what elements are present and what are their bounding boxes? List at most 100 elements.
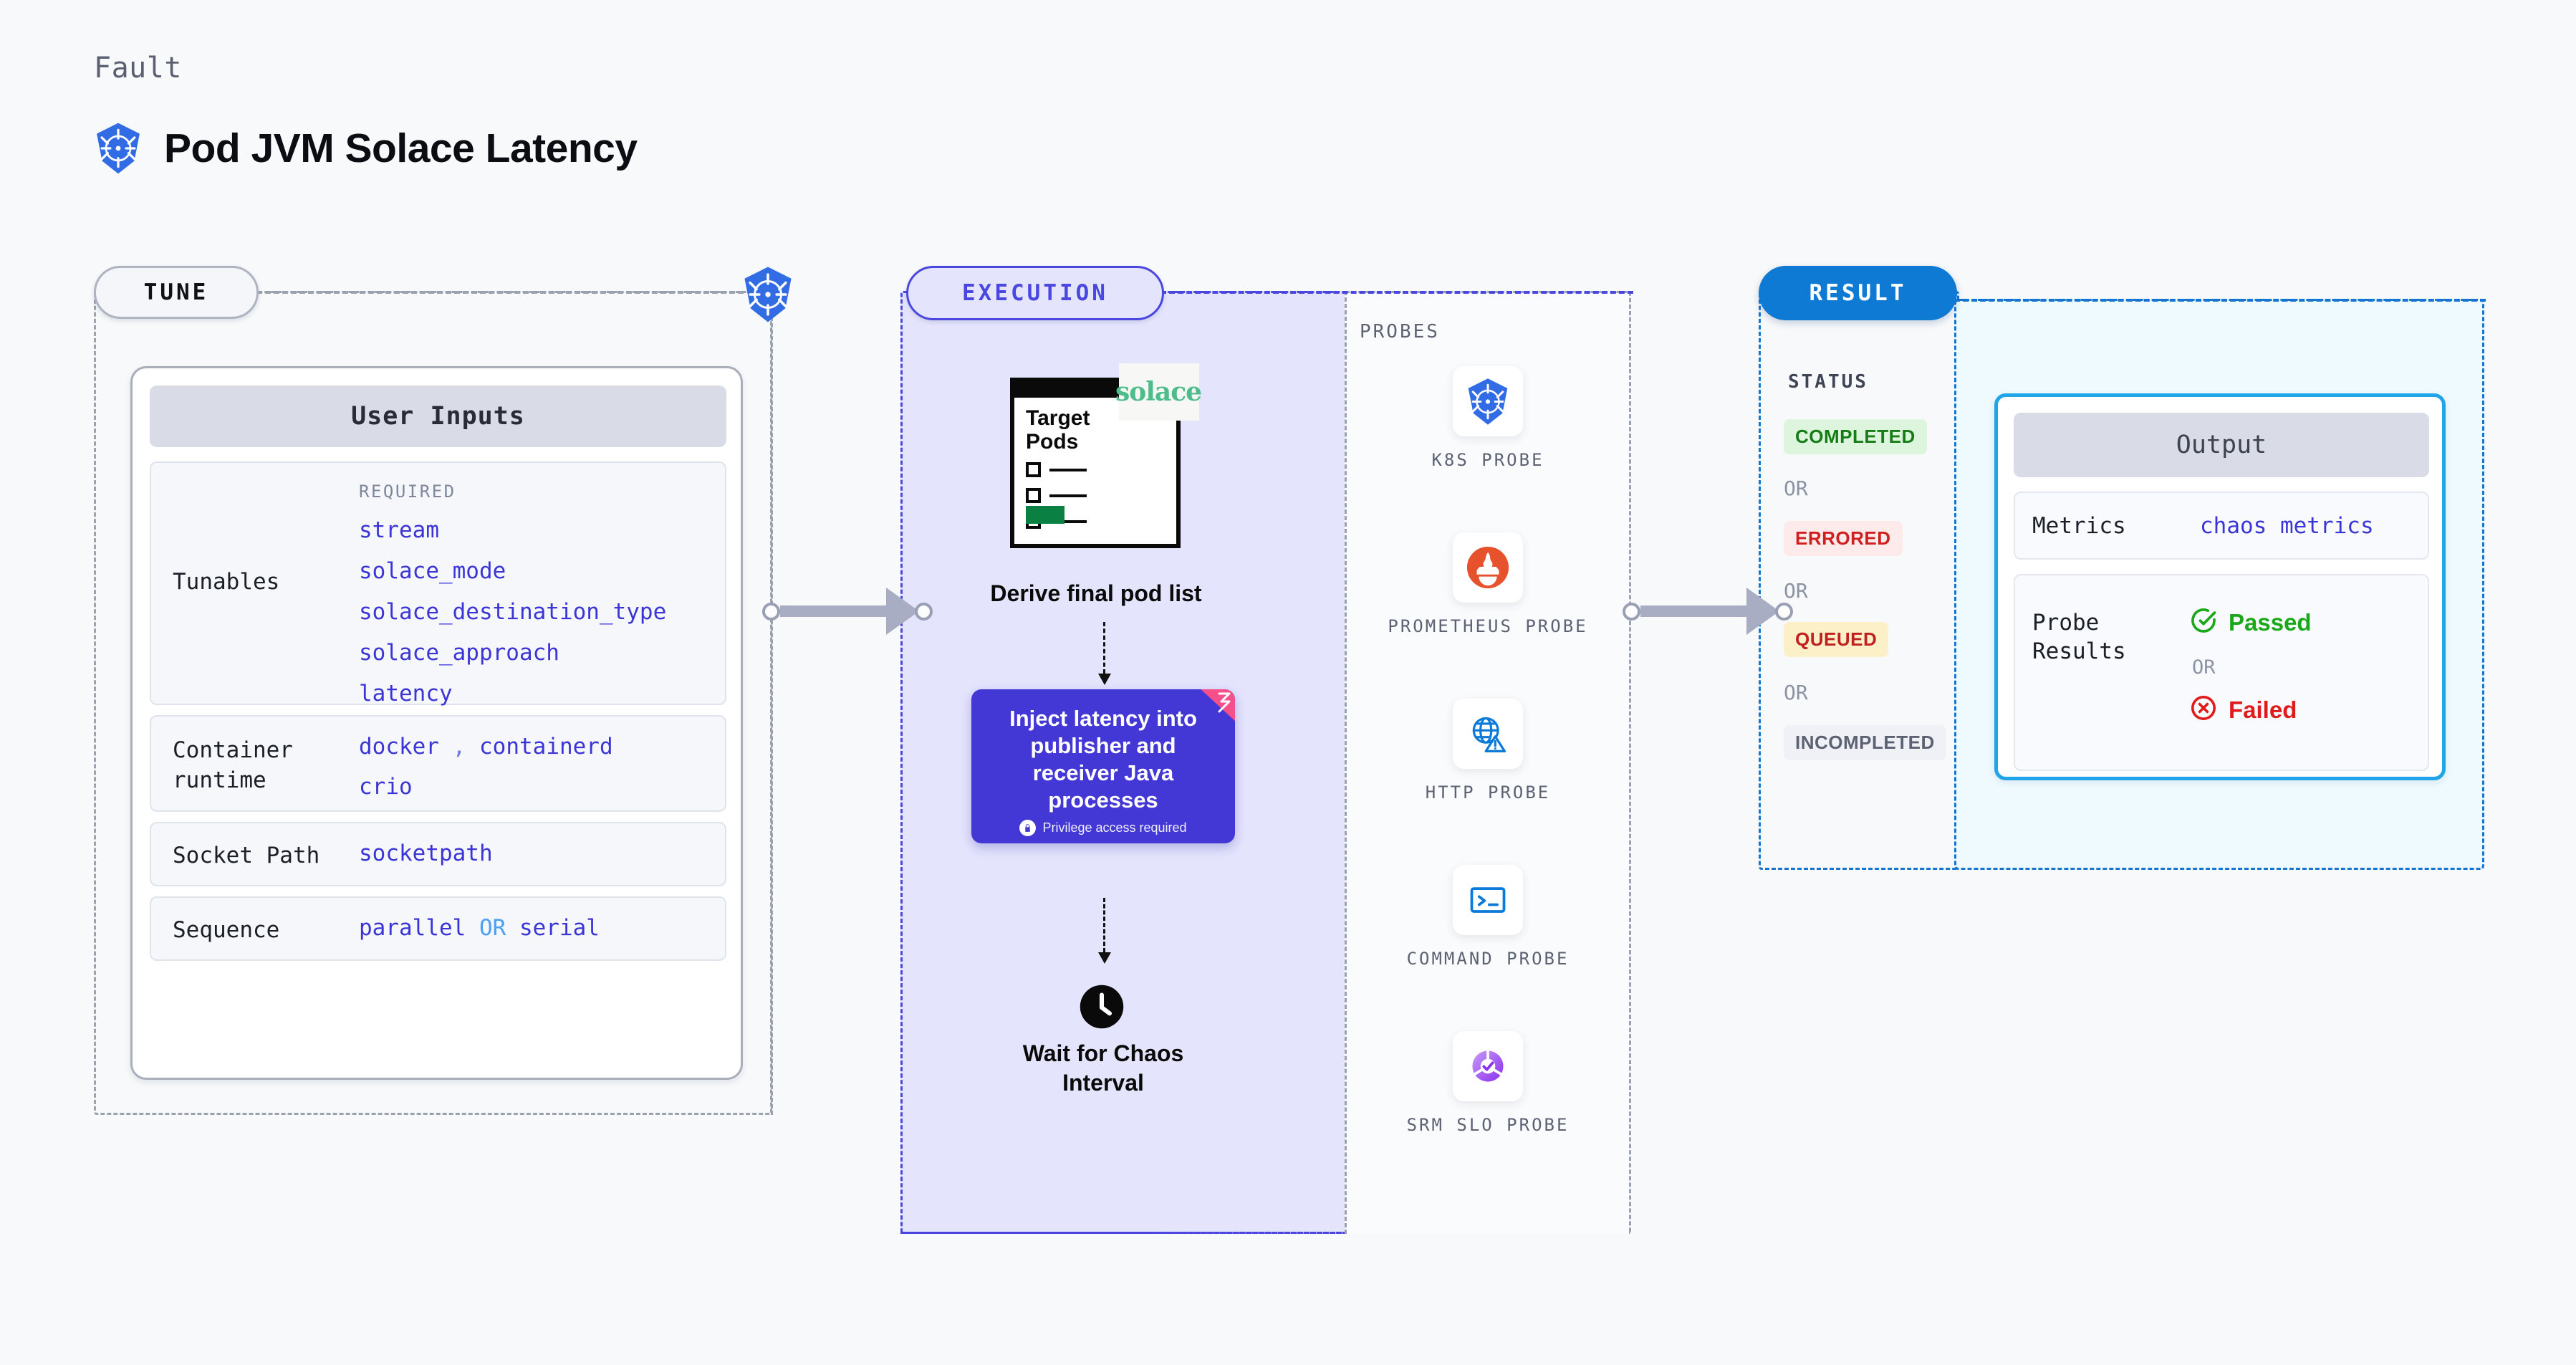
status-title: STATUS bbox=[1788, 371, 1868, 393]
output-card: Output Metrics chaos metrics Probe Resul… bbox=[1994, 393, 2446, 780]
privilege-note: Privilege access required bbox=[971, 820, 1235, 836]
status-badge-incompleted: INCOMPLETED bbox=[1784, 725, 1946, 760]
runtime-containerd[interactable]: containerd bbox=[479, 734, 613, 760]
socket-path-value[interactable]: socketpath bbox=[359, 840, 493, 866]
wait-caption-1: Wait for Chaos bbox=[1022, 1040, 1184, 1066]
status-badge-errored: ERRORED bbox=[1784, 521, 1903, 556]
inject-latency-card[interactable]: Inject latency into publisher and receiv… bbox=[971, 689, 1235, 843]
runtime-separator: , bbox=[452, 734, 466, 760]
status-badge-completed: COMPLETED bbox=[1784, 419, 1927, 454]
flow-arrow-down bbox=[1098, 898, 1111, 964]
probe-http[interactable]: HTTP PROBE bbox=[1345, 699, 1631, 804]
connector-tune-to-execution bbox=[762, 588, 933, 635]
metrics-value[interactable]: chaos metrics bbox=[2200, 513, 2374, 539]
page-title: Pod JVM Solace Latency bbox=[164, 125, 638, 171]
document-title-1: Target bbox=[1026, 406, 1090, 430]
lock-icon bbox=[1019, 820, 1037, 836]
result-pill[interactable]: RESULT bbox=[1759, 266, 1957, 320]
metrics-label: Metrics bbox=[2032, 513, 2126, 539]
probe-label: HTTP PROBE bbox=[1425, 782, 1551, 803]
page-title-row: Pod JVM Solace Latency bbox=[94, 122, 638, 175]
checkbox-icon bbox=[1026, 462, 1041, 477]
output-title: Output bbox=[2014, 413, 2429, 477]
status-or-2: OR bbox=[1784, 579, 1808, 603]
prometheus-icon bbox=[1453, 532, 1523, 603]
probe-results-row: Probe Results Passed OR bbox=[2014, 574, 2429, 771]
document-progress-bar bbox=[1026, 506, 1064, 524]
flow-arrow-down bbox=[1098, 622, 1111, 685]
container-runtime-label-2: runtime bbox=[173, 767, 266, 793]
execution-pill[interactable]: EXECUTION bbox=[906, 266, 1164, 320]
probe-result-or: OR bbox=[2192, 656, 2216, 679]
tunable-solace-mode[interactable]: solace_mode bbox=[359, 558, 506, 584]
document-list-item bbox=[1026, 462, 1087, 477]
x-circle-icon bbox=[2190, 694, 2217, 725]
kubernetes-icon bbox=[94, 122, 143, 175]
sequence-parallel[interactable]: parallel bbox=[359, 915, 466, 941]
runtime-crio[interactable]: crio bbox=[359, 774, 413, 800]
sequence-serial[interactable]: serial bbox=[519, 915, 600, 941]
tunable-solace-approach[interactable]: solace_approach bbox=[359, 640, 559, 666]
container-runtime-row: Container runtime docker , containerd cr… bbox=[150, 715, 726, 812]
sequence-row: Sequence parallel OR serial bbox=[150, 896, 726, 961]
tunable-latency[interactable]: latency bbox=[359, 681, 453, 707]
probe-k8s[interactable]: K8S PROBE bbox=[1345, 366, 1631, 471]
passed-label: Passed bbox=[2229, 608, 2312, 636]
execution-bottom-border bbox=[900, 1232, 1631, 1234]
probe-results-label-2: Results bbox=[2032, 638, 2126, 664]
probe-label: K8S PROBE bbox=[1431, 450, 1544, 470]
socket-path-label: Socket Path bbox=[173, 843, 320, 868]
sequence-operator: OR bbox=[479, 915, 506, 941]
runtime-docker[interactable]: docker bbox=[359, 734, 439, 760]
status-badge-queued: QUEUED bbox=[1784, 622, 1889, 657]
tune-pill[interactable]: TUNE bbox=[94, 266, 259, 319]
result-dashed-top bbox=[1954, 299, 2486, 302]
probe-label: PROMETHEUS PROBE bbox=[1388, 616, 1588, 636]
probe-result-passed: Passed bbox=[2190, 607, 2312, 638]
tunable-solace-destination-type[interactable]: solace_destination_type bbox=[359, 599, 667, 625]
sequence-label: Sequence bbox=[173, 917, 280, 943]
wait-caption-2: Interval bbox=[1062, 1070, 1144, 1096]
tune-dashed-right bbox=[771, 291, 773, 1115]
container-runtime-label-1: Container bbox=[173, 737, 293, 763]
execution-dashed-top bbox=[1160, 291, 1633, 294]
privilege-note-text: Privilege access required bbox=[1042, 820, 1187, 835]
failed-label: Failed bbox=[2229, 696, 2297, 723]
kubernetes-icon bbox=[741, 266, 794, 327]
checkbox-icon bbox=[1026, 488, 1041, 503]
metrics-row: Metrics chaos metrics bbox=[2014, 492, 2429, 560]
kubernetes-icon bbox=[1453, 366, 1523, 436]
probe-prometheus[interactable]: PROMETHEUS PROBE bbox=[1345, 532, 1631, 638]
document-title-2: Pods bbox=[1026, 430, 1079, 454]
status-or-3: OR bbox=[1784, 681, 1808, 704]
document-list-item bbox=[1026, 488, 1087, 503]
probe-label: SRM SLO PROBE bbox=[1406, 1115, 1570, 1135]
clock-icon bbox=[1078, 983, 1125, 1030]
http-globe-warning-icon bbox=[1453, 699, 1523, 769]
probe-results-label-1: Probe bbox=[2032, 610, 2100, 636]
required-label: REQUIRED bbox=[359, 482, 456, 502]
solace-logo-text: solace bbox=[1115, 377, 1202, 407]
harness-ribbon-icon bbox=[1198, 689, 1235, 722]
probe-srm-slo[interactable]: SRM SLO PROBE bbox=[1345, 1031, 1631, 1136]
socket-path-row: Socket Path socketpath bbox=[150, 822, 726, 886]
solace-logo: solace bbox=[1115, 363, 1202, 421]
check-circle-icon bbox=[2190, 607, 2217, 638]
tunables-label: Tunables bbox=[173, 569, 280, 595]
inject-latency-title: Inject latency into publisher and receiv… bbox=[1009, 706, 1197, 813]
status-or-1: OR bbox=[1784, 476, 1808, 500]
probes-section-title: PROBES bbox=[1360, 321, 1440, 343]
target-pods-document: Target Pods solace bbox=[1010, 363, 1202, 550]
probe-result-failed: Failed bbox=[2190, 694, 2312, 725]
probe-command[interactable]: COMMAND PROBE bbox=[1345, 865, 1631, 970]
terminal-icon bbox=[1453, 865, 1523, 935]
tunable-stream[interactable]: stream bbox=[359, 517, 439, 543]
tunables-list: stream solace_mode solace_destination_ty… bbox=[359, 517, 666, 707]
srm-slo-icon bbox=[1453, 1031, 1523, 1101]
user-inputs-card: User Inputs Tunables REQUIRED stream sol… bbox=[130, 366, 743, 1080]
tune-dashed-top bbox=[256, 291, 744, 294]
tunables-section: Tunables REQUIRED stream solace_mode sol… bbox=[150, 461, 726, 707]
connector-execution-to-result bbox=[1623, 588, 1793, 635]
derive-pod-list-caption: Derive final pod list bbox=[990, 580, 1202, 606]
